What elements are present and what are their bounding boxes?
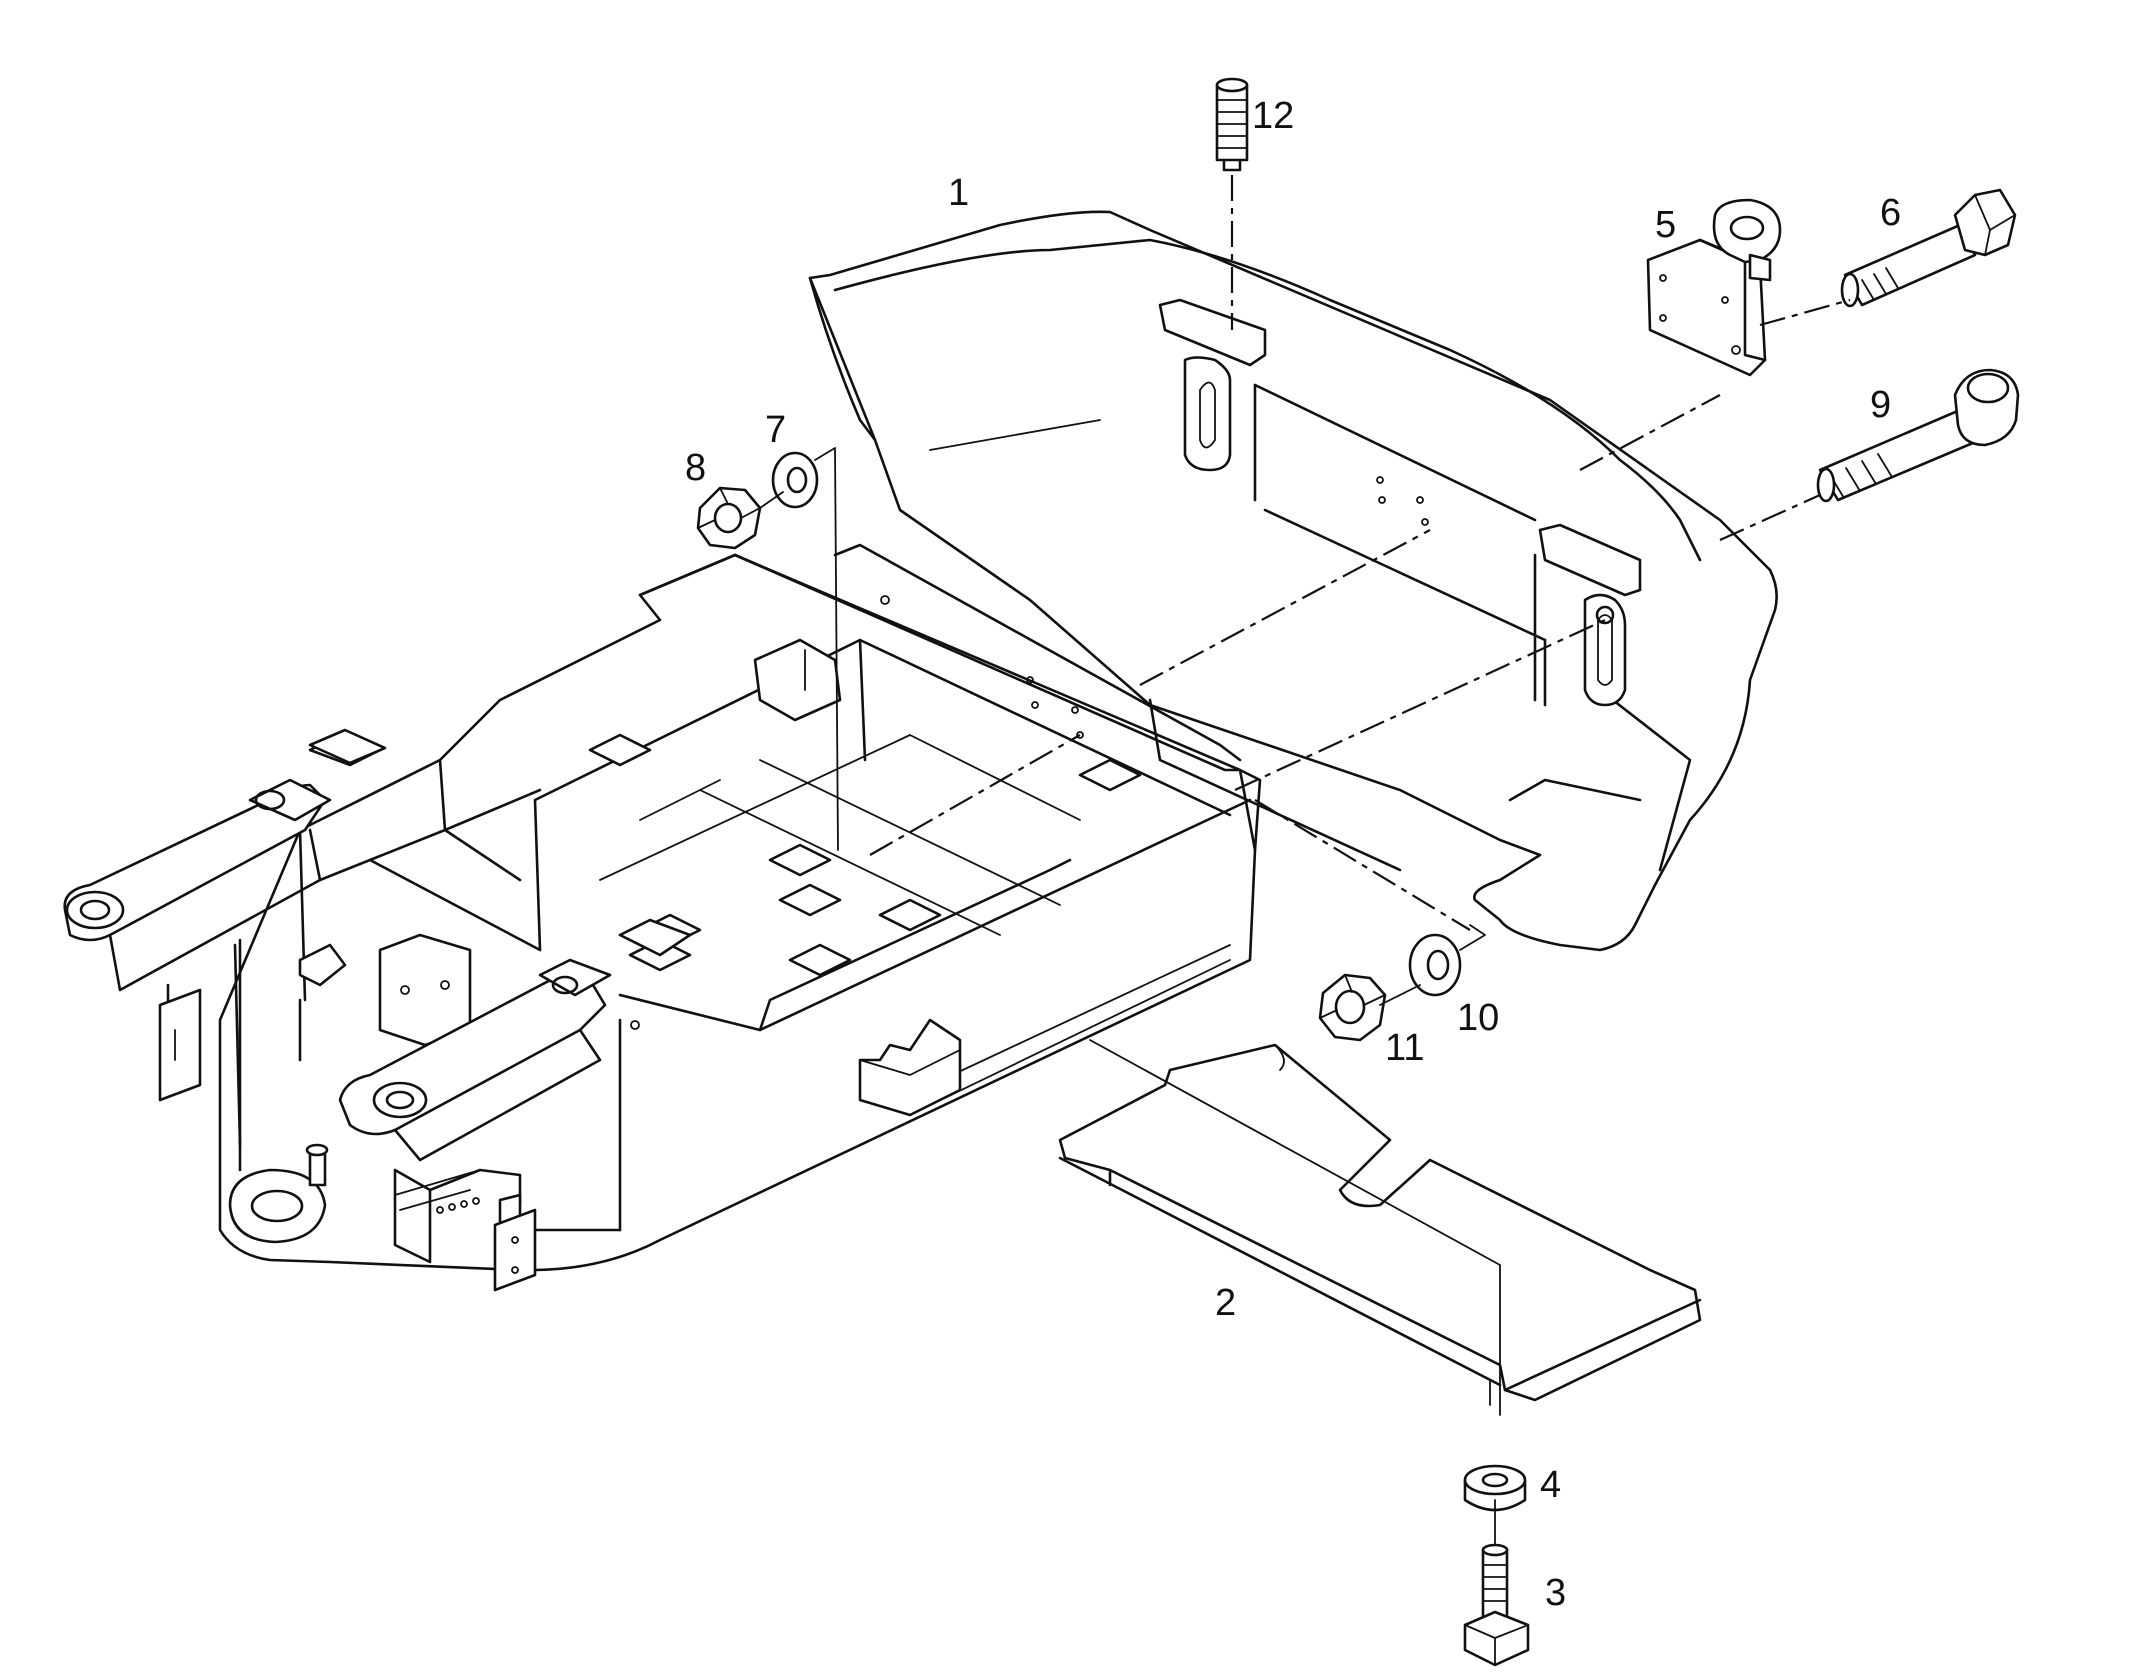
lift-arms xyxy=(63,728,692,1292)
callout-4: 4 xyxy=(1540,1464,1561,1506)
callout-7: 7 xyxy=(765,409,786,451)
callout-11: 11 xyxy=(1385,1027,1424,1069)
callout-9: 9 xyxy=(1870,384,1891,426)
hardware xyxy=(696,77,2020,1667)
part-11-nut xyxy=(1318,973,1387,1042)
callout-1: 1 xyxy=(948,172,969,214)
part-3-bolt xyxy=(1463,1543,1530,1667)
part-8-nut xyxy=(696,486,762,550)
callout-3: 3 xyxy=(1545,1572,1566,1614)
part-4-washer xyxy=(1463,1464,1527,1512)
part-5-latch xyxy=(1646,198,1782,377)
counterweight xyxy=(808,210,1778,952)
part-7-washer xyxy=(771,451,819,509)
part-6-bolt xyxy=(1840,188,2017,308)
callout-12: 12 xyxy=(1252,95,1294,137)
callout-5: 5 xyxy=(1655,204,1676,246)
part-10-washer xyxy=(1408,933,1462,997)
part-9-bolt xyxy=(1816,368,2020,503)
chassis-frame xyxy=(158,543,1262,1272)
part-12-stud xyxy=(1215,77,1249,172)
cover-plate xyxy=(1058,1043,1702,1406)
callouts: 1 2 3 4 5 6 7 8 9 10 11 12 xyxy=(685,95,1901,1614)
callout-6: 6 xyxy=(1880,192,1901,234)
callout-2: 2 xyxy=(1215,1282,1236,1324)
assembly-lines xyxy=(759,175,1851,1546)
callout-10: 10 xyxy=(1457,997,1499,1039)
callout-8: 8 xyxy=(685,447,706,489)
